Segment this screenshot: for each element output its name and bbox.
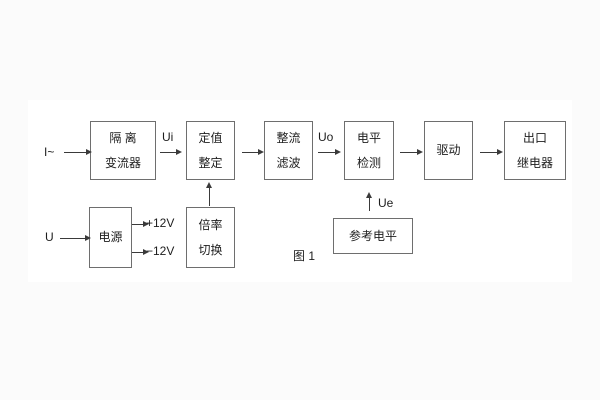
block-output-relay: 出口 继电器 [504, 121, 566, 180]
block-level-detect: 电平 检测 [344, 121, 394, 180]
block-ratio-switch-line1: 倍率 [198, 217, 223, 232]
arrow-level-to-drive [400, 149, 423, 155]
arrow-ratio-to-setpoint [206, 182, 212, 206]
block-output-relay-line1: 出口 [522, 130, 547, 145]
block-reference-level: 参考电平 [333, 218, 413, 254]
block-output-relay-line2: 继电器 [516, 155, 553, 170]
arrow-isolation-to-setpoint [160, 149, 182, 155]
figure-caption: 图 1 [293, 249, 316, 263]
block-level-detect-line1: 电平 [356, 130, 381, 145]
block-ratio-switch-line2: 切换 [198, 242, 223, 257]
block-setpoint-adjust-line2: 整定 [198, 155, 223, 170]
label-input-current: I~ [44, 145, 55, 159]
label-input-voltage: U [45, 230, 54, 244]
block-setpoint-adjust-line1: 定值 [198, 130, 223, 145]
label-plus-12v: +12V [146, 216, 175, 230]
label-ui: Ui [162, 130, 174, 144]
block-isolation-transformer-line1: 隔 离 [109, 130, 137, 145]
arrow-voltage-input [60, 235, 91, 241]
block-drive: 驱动 [424, 121, 473, 180]
block-rectify-filter-line1: 整流 [276, 130, 301, 145]
arrow-reference-ue [366, 192, 372, 211]
arrow-power-plus12 [132, 221, 149, 227]
block-isolation-transformer: 隔 离 变流器 [90, 121, 156, 180]
block-level-detect-line2: 检测 [356, 155, 381, 170]
block-drive-line1: 驱动 [436, 143, 461, 157]
block-ratio-switch: 倍率 切换 [186, 207, 235, 268]
block-reference-level-line1: 参考电平 [348, 228, 397, 243]
block-setpoint-adjust: 定值 整定 [186, 121, 235, 180]
label-uo: Uo [318, 130, 334, 144]
arrow-current-input [64, 149, 92, 155]
block-power-supply-line1: 电源 [98, 230, 123, 244]
block-isolation-transformer-line2: 变流器 [104, 155, 141, 170]
arrow-power-minus12 [132, 249, 149, 255]
block-rectify-filter-line2: 滤波 [276, 155, 301, 170]
label-minus-12v: −12V [146, 244, 175, 258]
block-rectify-filter: 整流 滤波 [264, 121, 313, 180]
arrow-setpoint-to-rectify [242, 149, 264, 155]
arrow-rectify-to-level [318, 149, 341, 155]
arrow-drive-to-relay [480, 149, 503, 155]
block-power-supply: 电源 [89, 207, 132, 268]
label-ue: Ue [378, 196, 394, 210]
